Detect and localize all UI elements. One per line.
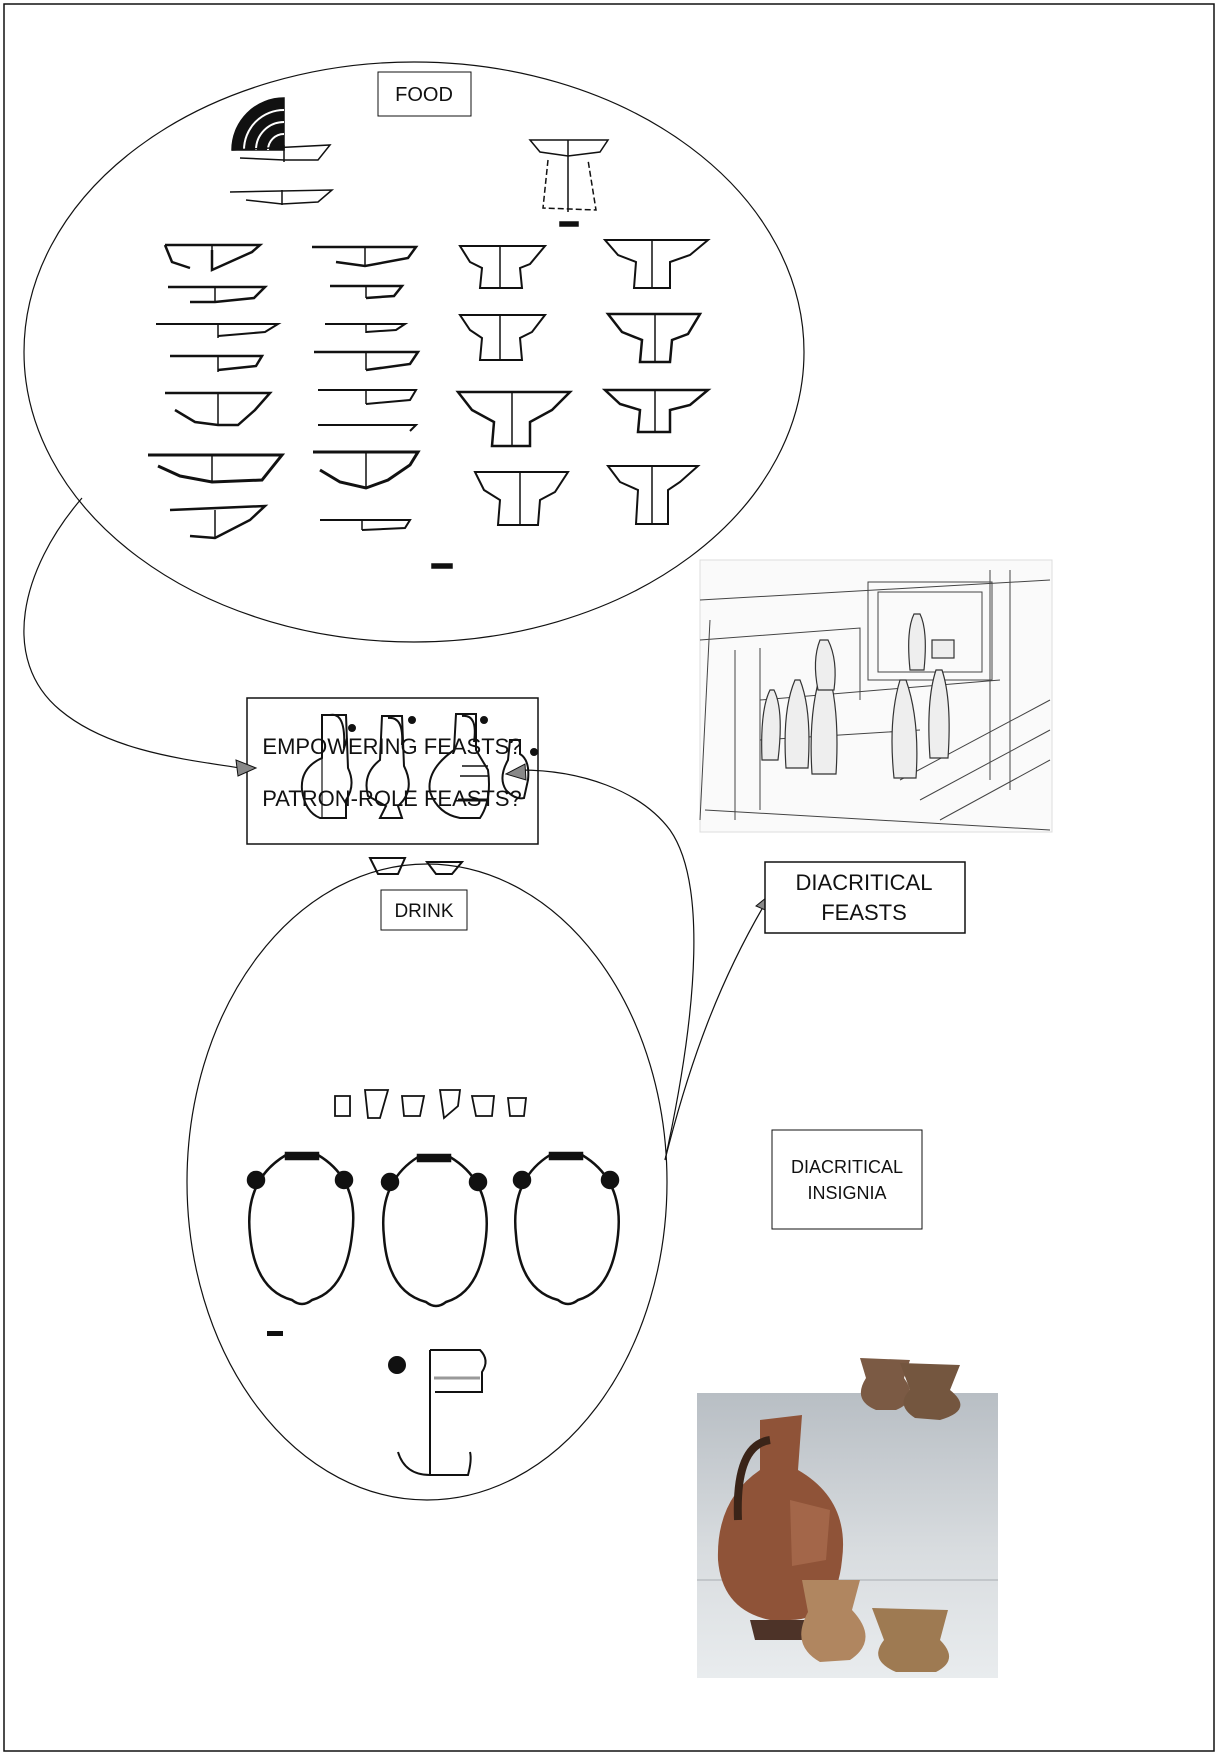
pottery-icon xyxy=(368,857,407,875)
cup-icon xyxy=(801,1580,866,1662)
amphora-icon xyxy=(380,1153,488,1308)
pottery-column-2 xyxy=(312,245,421,531)
feast-scene-sketch xyxy=(699,559,1053,833)
drink-ellipse xyxy=(186,863,668,1501)
pottery-icon xyxy=(528,139,610,227)
arrow-drink-to-feasts xyxy=(519,769,695,1161)
amphora-icon xyxy=(512,1151,620,1306)
diacritical-feasts-group: DIACRITICAL FEASTS xyxy=(764,861,966,934)
food-vessel-drawings xyxy=(148,97,712,569)
diacritical-insignia-label-line1: DIACRITICAL xyxy=(791,1157,903,1177)
jug-handle xyxy=(733,1436,771,1521)
sketch-lines xyxy=(699,570,1051,831)
pottery-column-4 xyxy=(601,239,712,525)
cup-icon xyxy=(872,1608,950,1672)
sketch-frame xyxy=(699,559,1053,833)
pottery-column-1 xyxy=(148,243,286,540)
outer-border xyxy=(3,3,1215,1752)
feasts-label-empowering: EMPOWERING FEASTS? xyxy=(262,734,521,759)
arrow-food-to-feasts xyxy=(23,497,241,769)
drink-vessel-drawings xyxy=(246,713,620,1476)
cup-icon xyxy=(900,1363,961,1420)
pottery-icon xyxy=(388,1349,487,1476)
drink-label-box xyxy=(380,889,468,931)
scale-bar xyxy=(267,1331,283,1336)
arrows xyxy=(23,497,773,1161)
pottery-cups-row xyxy=(334,1089,528,1120)
cup-icon xyxy=(860,1358,911,1410)
pottery-icon xyxy=(231,97,332,162)
diacritical-insignia-label-line2: INSIGNIA xyxy=(807,1183,886,1203)
pottery-icon xyxy=(300,713,356,819)
arrowhead-icon xyxy=(235,759,258,777)
feasts-group: EMPOWERING FEASTS? PATRON-ROLE FEASTS? xyxy=(246,697,539,845)
arrow-drink-to-diacritical xyxy=(664,901,767,1161)
pottery-column-3 xyxy=(455,245,574,526)
arrowhead-icon xyxy=(504,763,527,781)
diacritical-feasts-label-line2: FEASTS xyxy=(821,900,907,925)
drink-group: DRINK xyxy=(186,713,668,1501)
amphora-icon xyxy=(246,1151,355,1306)
pottery-icon xyxy=(428,713,490,819)
food-group: FOOD xyxy=(23,61,805,643)
diacritical-insignia-group: DIACRITICAL INSIGNIA xyxy=(771,1129,923,1230)
pottery-icon xyxy=(501,739,538,800)
pottery-icon xyxy=(365,715,416,819)
vessel-photo xyxy=(697,1358,998,1678)
drink-label: DRINK xyxy=(394,901,453,922)
food-ellipse xyxy=(23,61,805,643)
food-label: FOOD xyxy=(395,84,453,106)
food-label-box xyxy=(377,71,472,117)
sketch-figures xyxy=(761,613,955,779)
diacritical-feasts-label-line1: DIACRITICAL xyxy=(796,870,933,895)
diacritical-feasts-box xyxy=(764,861,966,934)
diacritical-insignia-box xyxy=(771,1129,923,1230)
feasts-box xyxy=(246,697,539,845)
pottery-icon xyxy=(229,189,335,205)
scale-bar xyxy=(431,563,453,569)
pottery-icon xyxy=(425,861,465,875)
jug-body xyxy=(717,1415,844,1620)
